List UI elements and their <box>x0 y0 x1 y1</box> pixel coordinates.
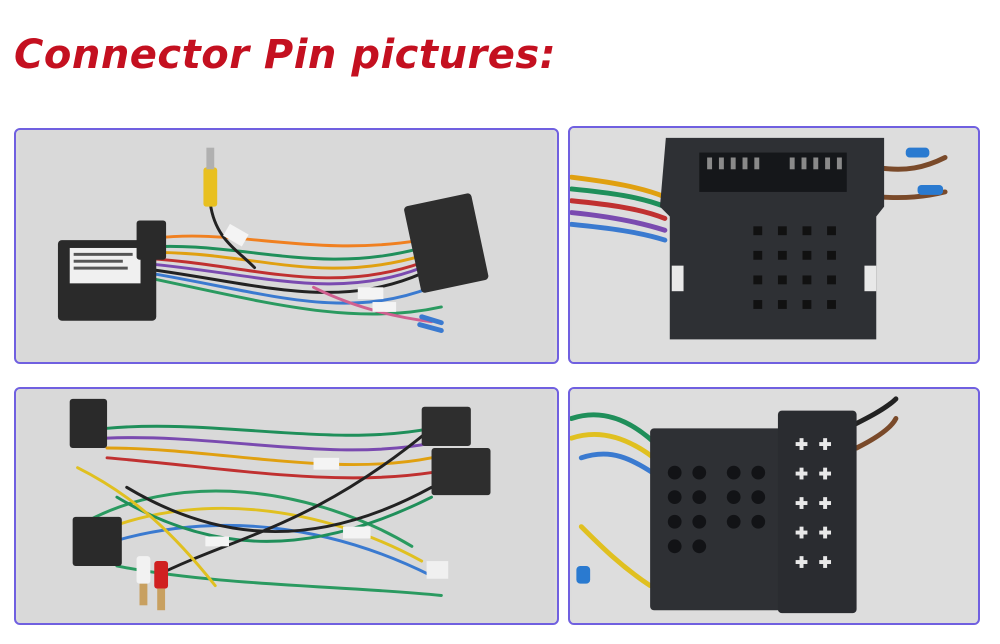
connector-front-photo-2 <box>568 387 980 625</box>
page-title: Connector Pin pictures: <box>14 32 557 78</box>
harness-photo-2 <box>14 387 559 625</box>
connector-front-photo-1 <box>568 126 980 364</box>
harness-photo-1 <box>14 128 559 364</box>
